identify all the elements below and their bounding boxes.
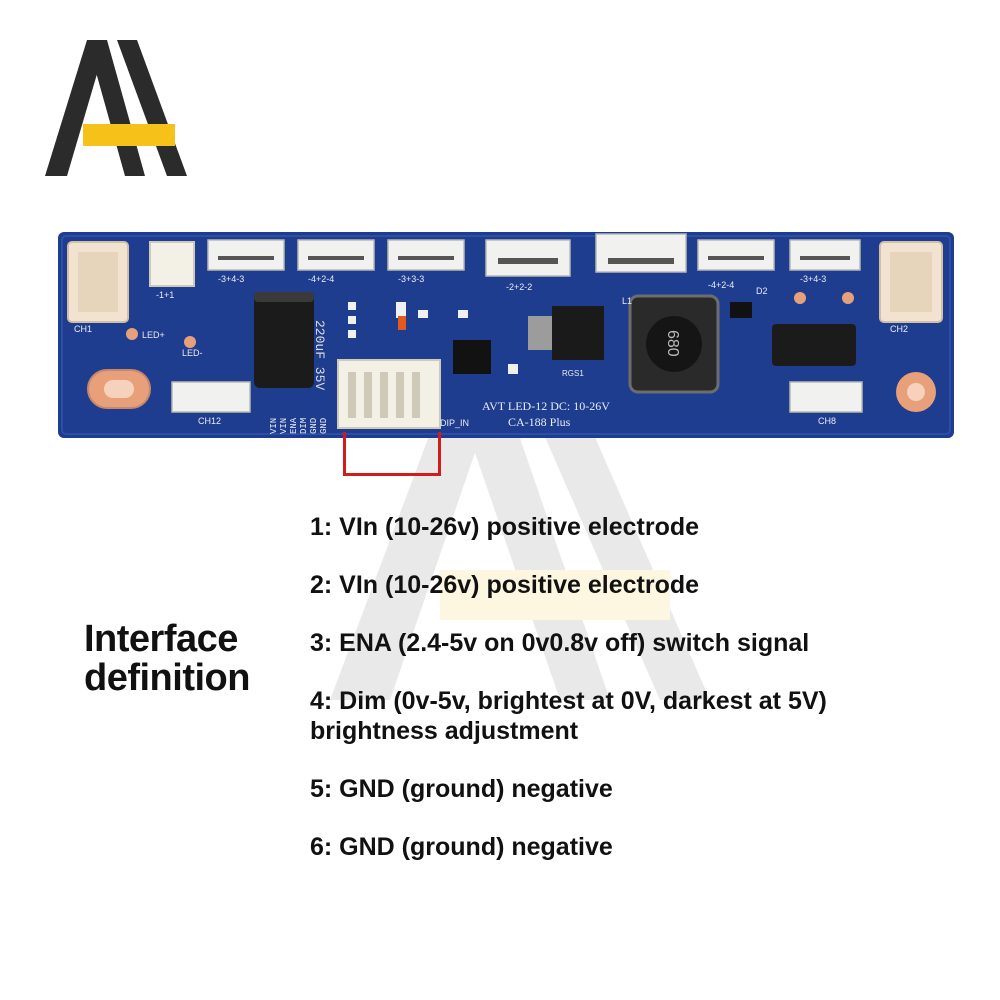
silk-label: D2	[756, 286, 768, 296]
heading-line: definition	[84, 657, 250, 699]
svg-text:220uF 35V: 220uF 35V	[312, 320, 327, 390]
silk-label: CH2	[890, 324, 908, 334]
pin-label: GND	[319, 418, 329, 434]
silk-label: CH12	[198, 416, 221, 426]
watermark-logo	[330, 380, 710, 700]
pin-definition: 6: GND (ground) negative	[310, 833, 613, 861]
pin-label: GND	[309, 418, 319, 434]
connector-highlight	[343, 432, 441, 476]
regulator-label-text: RGS1	[562, 369, 584, 378]
pin-definition: 4: Dim (0v-5v, brightest at 0V, darkest …	[310, 687, 827, 745]
connector-text: -3+4-3	[218, 274, 244, 284]
brand-logo	[45, 40, 187, 176]
pin-definition: 2: VIn (10-26v) positive electrode	[310, 571, 700, 599]
pin-definitions-list: 1: VIn (10-26v) positive electrode 2: VI…	[310, 512, 950, 890]
pin-label: DIM	[299, 418, 309, 434]
pin-definition: 3: ENA (2.4-5v on 0v0.8v off) switch sig…	[310, 629, 810, 657]
connector-text: -4+2-4	[308, 274, 334, 284]
silk-label: L1	[622, 296, 632, 306]
interface-heading: Interface definition	[84, 620, 250, 698]
pin-label: VIN	[279, 418, 289, 434]
pin-definition: 1: VIn (10-26v) positive electrode	[310, 513, 700, 541]
connector-text: -2+2-2	[506, 282, 532, 292]
connector-text: -3+4-3	[800, 274, 826, 284]
silk-label: CH8	[818, 416, 836, 426]
pin-label: ENA	[289, 417, 299, 434]
connector-text: -1+1	[156, 290, 174, 300]
svg-text:680: 680	[664, 330, 681, 357]
pin-label: VIN	[269, 418, 279, 434]
heading-line: Interface	[84, 618, 238, 660]
silk-label: CH1	[74, 324, 92, 334]
silk-label: LED-	[182, 348, 203, 358]
connector-text: -3+3-3	[398, 274, 424, 284]
connector-label-text: DIP_IN	[440, 418, 469, 428]
connector-text: -4+2-4	[708, 280, 734, 290]
board-name-text: CA-188 Plus	[508, 415, 571, 429]
pin-definition: 5: GND (ground) negative	[310, 775, 613, 803]
led-driver-board: 220uF 35V 680 AVT LED-12 DC: 10-26V CA-1…	[58, 232, 954, 438]
board-model-text: AVT LED-12 DC: 10-26V	[482, 399, 610, 413]
silk-label: LED+	[142, 330, 165, 340]
